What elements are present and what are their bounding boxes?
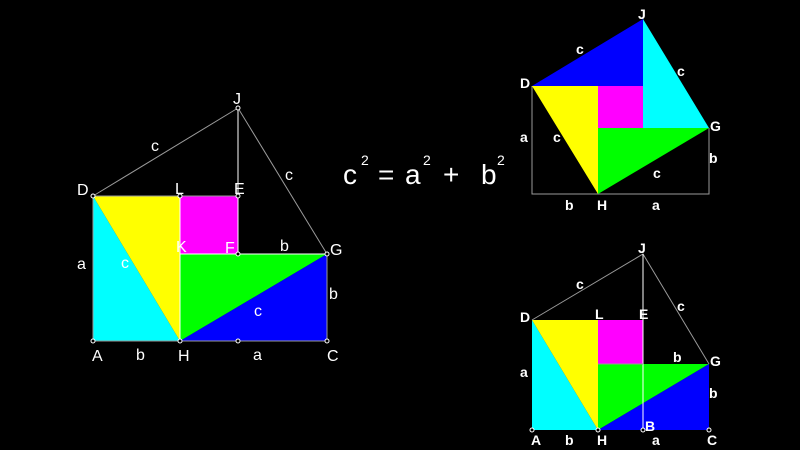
label-C: C bbox=[707, 432, 717, 448]
eq-c: c bbox=[343, 159, 357, 190]
side-a-da: a bbox=[520, 364, 528, 380]
cyan-triangle bbox=[643, 19, 709, 128]
green-triangle bbox=[598, 128, 709, 194]
side-b-ah: b bbox=[565, 432, 574, 448]
points bbox=[529, 427, 712, 433]
yellow-triangle bbox=[532, 320, 598, 430]
label-B: B bbox=[645, 418, 655, 434]
label-D: D bbox=[520, 75, 530, 91]
side-a-hc: a bbox=[652, 432, 660, 448]
magenta-square bbox=[180, 196, 238, 254]
blue-triangle bbox=[598, 364, 709, 430]
side-c-jg: c bbox=[677, 298, 685, 314]
label-E: E bbox=[639, 306, 648, 322]
side-c-jg: c bbox=[677, 63, 685, 79]
label-H: H bbox=[597, 432, 607, 448]
label-G: G bbox=[330, 242, 342, 259]
side-c-dh: c bbox=[121, 255, 129, 272]
yellow-triangle bbox=[532, 86, 598, 194]
side-c-hg: c bbox=[254, 303, 262, 320]
label-L: L bbox=[175, 181, 184, 198]
label-G: G bbox=[710, 353, 721, 369]
label-G: G bbox=[710, 118, 721, 134]
side-c-jg: c bbox=[285, 167, 293, 184]
eq-b-exp: 2 bbox=[497, 152, 505, 168]
label-C: C bbox=[327, 348, 339, 365]
side-c-dj: c bbox=[576, 276, 584, 292]
side-c-hg: c bbox=[653, 165, 661, 181]
side-c-dh: c bbox=[553, 129, 561, 145]
label-F: F bbox=[225, 240, 235, 257]
label-H: H bbox=[597, 197, 607, 213]
eq-equals: = bbox=[378, 159, 394, 190]
side-c-dj: c bbox=[576, 41, 584, 57]
label-J: J bbox=[638, 6, 646, 22]
side-c-dj: c bbox=[151, 138, 159, 155]
side-b-right: b bbox=[709, 150, 718, 166]
magenta-square bbox=[598, 86, 643, 128]
top-right-figure: J D G H c c c c a a b b bbox=[520, 6, 721, 213]
eq-b: b bbox=[481, 159, 497, 190]
eq-a-exp: 2 bbox=[423, 152, 431, 168]
label-D: D bbox=[520, 309, 530, 325]
label-H: H bbox=[178, 348, 190, 365]
bottom-right-figure: J D L E G A H B C c c a a b b b bbox=[520, 240, 721, 448]
side-b-gc: b bbox=[709, 385, 718, 401]
label-E: E bbox=[234, 181, 245, 198]
label-K: K bbox=[176, 239, 187, 256]
label-D: D bbox=[77, 182, 89, 199]
label-J: J bbox=[638, 240, 646, 256]
pythagorean-equation: c 2 = a 2 + b 2 bbox=[343, 152, 505, 190]
side-a-bottom: a bbox=[652, 197, 660, 213]
side-a-da: a bbox=[77, 256, 86, 273]
yellow-triangle bbox=[93, 196, 180, 341]
blue-triangle bbox=[532, 19, 643, 86]
label-L: L bbox=[595, 306, 604, 322]
side-a-left: a bbox=[520, 129, 528, 145]
magenta-square bbox=[598, 320, 643, 364]
eq-plus: + bbox=[443, 159, 459, 190]
points bbox=[90, 105, 330, 344]
side-b-bottom: b bbox=[565, 197, 574, 213]
eq-c-exp: 2 bbox=[361, 152, 369, 168]
side-b-eg: b bbox=[673, 349, 682, 365]
label-J: J bbox=[233, 91, 241, 108]
outline bbox=[531, 86, 710, 195]
side-a-hc: a bbox=[253, 347, 262, 364]
eq-a: a bbox=[405, 159, 421, 190]
blue-triangle bbox=[180, 254, 327, 341]
side-b-ah: b bbox=[136, 347, 145, 364]
side-b-fg: b bbox=[280, 238, 289, 255]
label-A: A bbox=[92, 348, 103, 365]
label-A: A bbox=[531, 432, 541, 448]
left-figure: J D L E K F G A H C c c c c a a b b b bbox=[77, 91, 342, 365]
side-b-gc: b bbox=[329, 286, 338, 303]
